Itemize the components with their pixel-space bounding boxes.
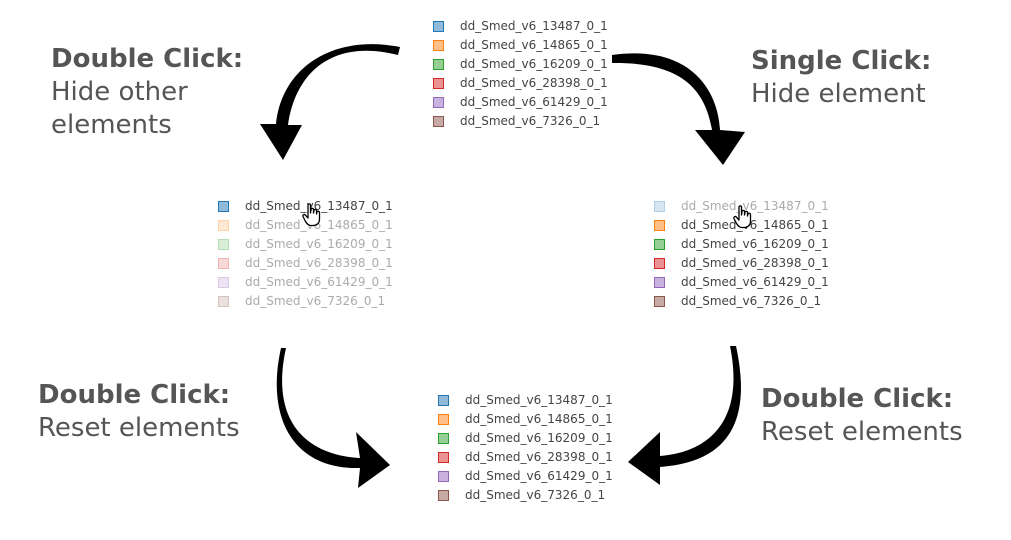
caption-heading: Double Click: [38,380,231,410]
legend-label: dd_Smed_v6_28398_0_1 [245,256,393,270]
legend-swatch [438,395,449,406]
legend-swatch [218,239,229,250]
legend-label: dd_Smed_v6_61429_0_1 [465,469,613,483]
legend-label: dd_Smed_v6_61429_0_1 [681,275,829,289]
legend-label: dd_Smed_v6_14865_0_1 [460,38,608,52]
curved-arrow-icon [276,348,390,488]
legend-swatch [654,296,665,307]
legend-swatch [438,414,449,425]
legend-label: dd_Smed_v6_7326_0_1 [681,294,822,308]
legend-label: dd_Smed_v6_28398_0_1 [465,450,613,464]
legend-label: dd_Smed_v6_16209_0_1 [245,237,393,251]
legend-swatch [433,21,444,32]
caption-heading: Double Click: [51,44,244,74]
caption-heading: Single Click: [751,46,932,76]
legend-swatch [433,59,444,70]
legend-swatch [438,452,449,463]
legend-swatch [654,220,665,231]
legend-label: dd_Smed_v6_13487_0_1 [681,199,829,213]
legend-swatch [433,97,444,108]
legend-label: dd_Smed_v6_28398_0_1 [460,76,608,90]
curved-arrow-icon [612,53,745,165]
legend-label: dd_Smed_v6_16209_0_1 [460,57,608,71]
legend-swatch [654,277,665,288]
caption-text: Reset elements [761,417,963,447]
legend-swatch [438,433,449,444]
legend-label: dd_Smed_v6_61429_0_1 [460,95,608,109]
caption-bottom-right: Double Click: Reset elements [761,383,963,449]
legend-label: dd_Smed_v6_13487_0_1 [460,19,608,33]
legend-label: dd_Smed_v6_13487_0_1 [245,199,393,213]
legend-label: dd_Smed_v6_28398_0_1 [681,256,829,270]
legend-swatch [438,490,449,501]
legend-label: dd_Smed_v6_13487_0_1 [465,393,613,407]
legend-swatch [654,258,665,269]
legend-label: dd_Smed_v6_16209_0_1 [465,431,613,445]
caption-top-right: Single Click: Hide element [751,45,931,111]
caption-top-left: Double Click: Hide other elements [51,43,243,142]
legend-swatch [218,201,229,212]
legend-swatch [218,277,229,288]
legend-swatch [433,116,444,127]
legend-label: dd_Smed_v6_14865_0_1 [681,218,829,232]
legend-label: dd_Smed_v6_7326_0_1 [245,294,386,308]
legend-swatch [654,201,665,212]
legend-label: dd_Smed_v6_7326_0_1 [465,488,606,502]
legend-swatch [438,471,449,482]
caption-bottom-left: Double Click: Reset elements [38,379,240,445]
hand-pointer-icon [302,203,321,227]
curved-arrow-icon [628,346,741,485]
legend-label: dd_Smed_v6_14865_0_1 [465,412,613,426]
legend-swatch [654,239,665,250]
caption-text: Hide element [751,79,926,109]
legend-label: dd_Smed_v6_7326_0_1 [460,114,601,128]
legend-swatch [218,258,229,269]
caption-text: Hide other elements [51,77,188,140]
hand-pointer-icon [733,205,752,229]
legend-label: dd_Smed_v6_16209_0_1 [681,237,829,251]
legend-swatch [433,40,444,51]
legend-swatch [433,78,444,89]
legend-swatch [218,296,229,307]
caption-text: Reset elements [38,413,240,443]
curved-arrow-icon [260,44,400,160]
legend-label: dd_Smed_v6_61429_0_1 [245,275,393,289]
caption-heading: Double Click: [761,384,954,414]
legend-swatch [218,220,229,231]
legend-label: dd_Smed_v6_14865_0_1 [245,218,393,232]
